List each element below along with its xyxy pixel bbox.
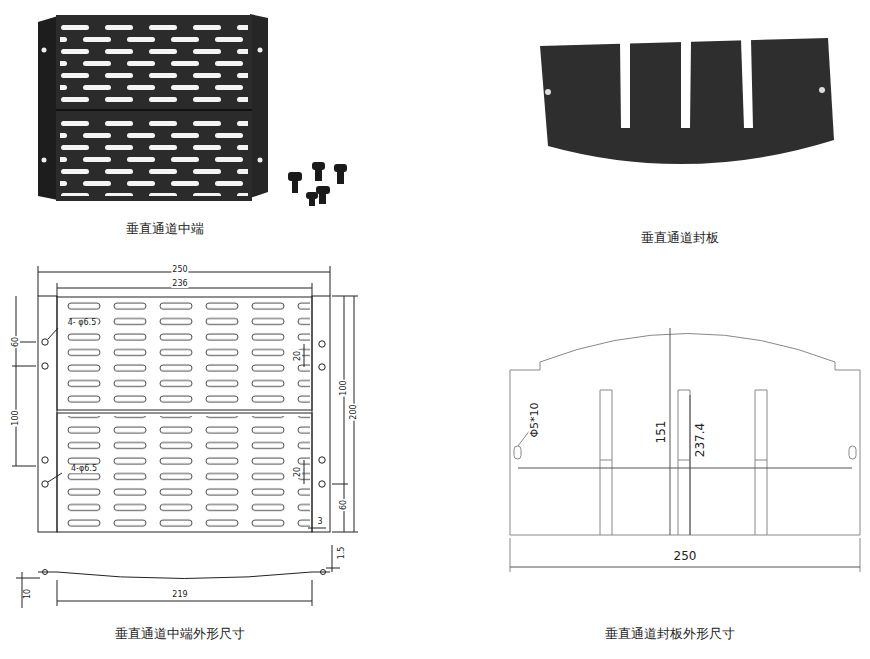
dimension: 60 [340, 499, 348, 511]
caption: 垂直通道中端外形尺寸 [114, 627, 246, 640]
dimension: 151 [655, 420, 667, 445]
mid-plate-photo [38, 14, 268, 201]
caption: 垂直通道封板 [640, 231, 720, 244]
dimension: 250 [673, 550, 698, 562]
dimension: 100 [340, 379, 348, 396]
mid-plate-drawing [12, 266, 358, 608]
hole-spec: 4-φ6.5 [70, 465, 98, 473]
dimension: 10 [24, 588, 32, 600]
hole-spec: 4- φ6.5 [67, 319, 98, 327]
rivet-fasteners [288, 162, 347, 206]
cover-plate-drawing [510, 328, 860, 572]
dimension: 60 [12, 336, 20, 348]
dimension: 236 [171, 280, 188, 288]
dimension: 100 [12, 409, 20, 426]
dimension: 1.5 [338, 546, 346, 561]
caption: 垂直通道中端 [125, 222, 205, 235]
dimension: 250 [171, 266, 188, 274]
dimension: 20 [294, 350, 302, 362]
caption: 垂直通道封板外形尺寸 [604, 627, 736, 640]
dimension: 20 [294, 466, 302, 478]
dimension: 219 [171, 591, 188, 599]
dimension: 200 [350, 403, 358, 420]
cover-plate-photo [540, 38, 834, 164]
dimension: 237.4 [694, 422, 706, 458]
dimension: 3 [316, 518, 323, 526]
hole-spec: Φ5*10 [529, 401, 540, 438]
